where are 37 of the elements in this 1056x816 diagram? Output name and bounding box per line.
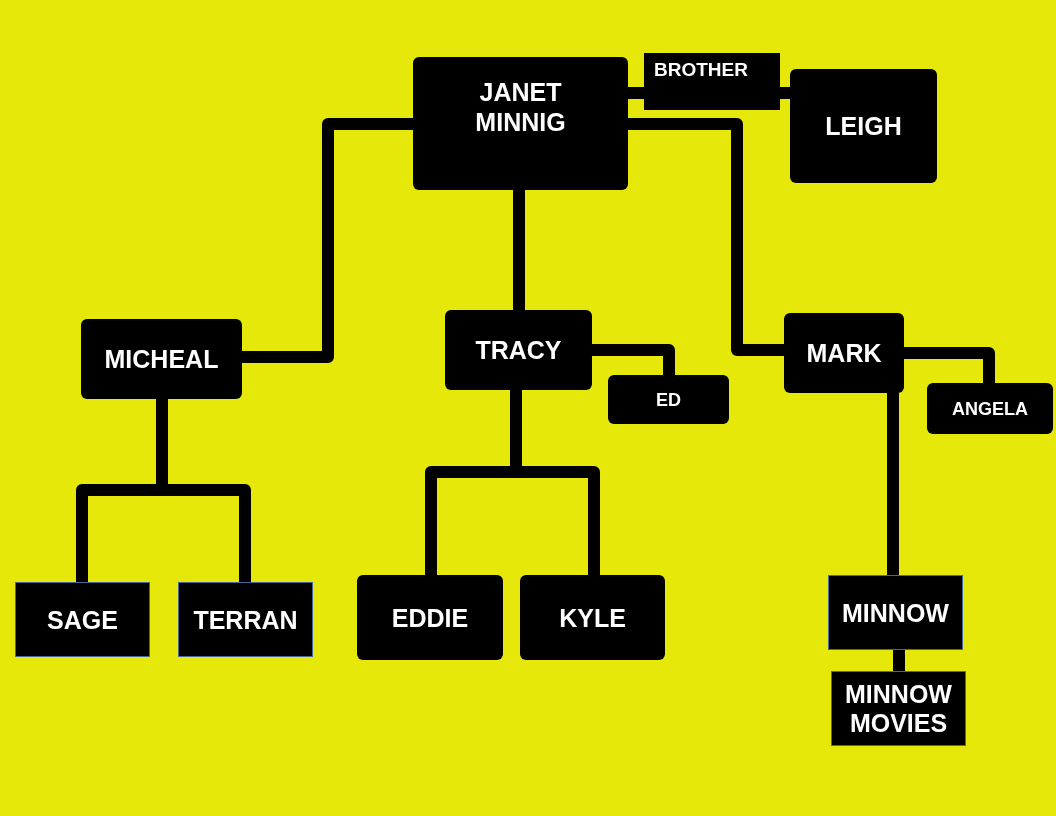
name-text: MARK	[806, 338, 882, 368]
name-text: ED	[656, 388, 681, 411]
connector-line	[513, 190, 525, 310]
name-card	[608, 375, 729, 424]
name-card	[15, 582, 150, 657]
name-card	[784, 313, 904, 393]
connector-line	[887, 393, 899, 575]
name-text: EDDIE	[391, 602, 469, 633]
connector-line	[779, 87, 791, 99]
connector-line	[904, 347, 995, 383]
name-card	[790, 69, 937, 183]
name-text: ANGELA	[952, 397, 1028, 420]
relation-text: BROTHER	[654, 59, 748, 81]
name-text: TERRAN	[193, 604, 298, 635]
name-text: MICHEAL	[104, 344, 219, 374]
name-text: SAGE	[47, 604, 118, 635]
relation-card	[644, 53, 780, 110]
name-card	[178, 582, 313, 657]
connector-line	[592, 344, 675, 375]
name-text: KYLE	[559, 602, 626, 633]
name-text: TRACY	[475, 335, 562, 365]
name-card	[828, 575, 963, 650]
name-card	[520, 575, 665, 660]
name-card	[413, 57, 628, 190]
connector-line	[628, 87, 644, 99]
name-text: MINNOW MOVIES	[844, 679, 953, 738]
name-card	[81, 319, 242, 399]
name-text: LEIGH	[825, 111, 902, 141]
name-text: MINNOW	[842, 597, 949, 628]
connector-line	[628, 118, 784, 356]
connector-line	[893, 650, 905, 671]
name-card	[831, 671, 966, 746]
name-card	[445, 310, 592, 390]
name-card	[357, 575, 503, 660]
name-card	[927, 383, 1053, 434]
connector-line	[242, 118, 413, 363]
name-text: JANET MINNIG	[474, 77, 567, 137]
